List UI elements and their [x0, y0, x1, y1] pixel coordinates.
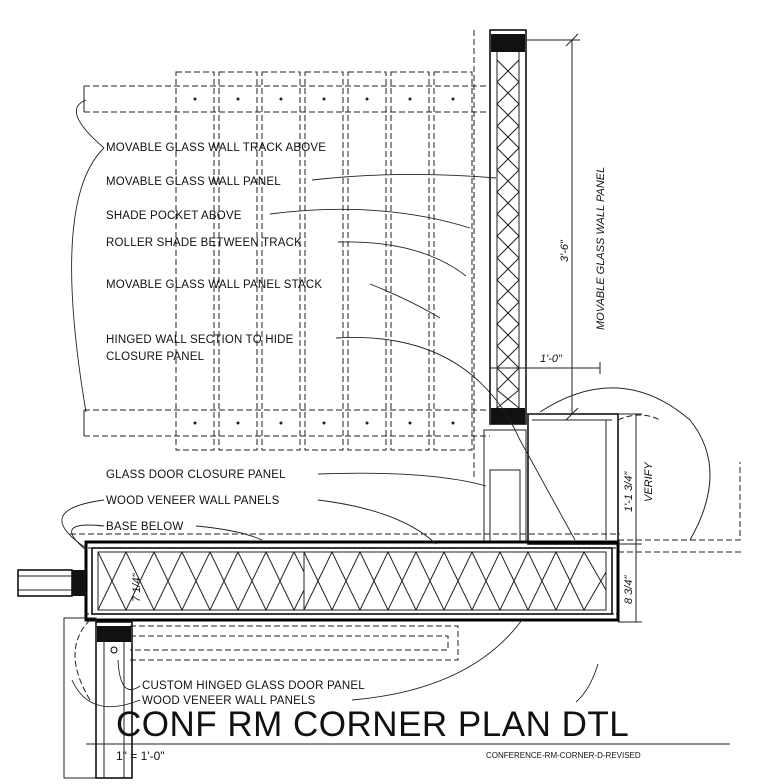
dimension-lines — [490, 33, 642, 623]
panel-stack — [175, 71, 473, 451]
annotation-notes: MOVABLE GLASS WALL TRACK ABOVE MOVABLE G… — [106, 142, 365, 707]
wall-assembly — [70, 533, 620, 622]
note-door-closure: GLASS DOOR CLOSURE PANEL — [106, 469, 286, 481]
custom-hinged-door — [74, 619, 133, 779]
file-reference: CONFERENCE-RM-CORNER-D-REVISED — [486, 751, 641, 760]
note-glass-panel: MOVABLE GLASS WALL PANEL — [106, 176, 281, 188]
title-block: CONF RM CORNER PLAN DTL 1" = 1'-0" CONFE… — [86, 705, 730, 763]
note-panel-stack: MOVABLE GLASS WALL PANEL STACK — [106, 279, 322, 291]
dim-closure-depth: 1'-1 3/4" — [623, 471, 635, 512]
left-glazing — [17, 569, 97, 779]
note-hinged-section-2: CLOSURE PANEL — [106, 351, 205, 363]
dim-wall-depth: 8 3/4" — [623, 575, 635, 604]
hinged-closure — [527, 387, 742, 553]
movable-glass-wall-panel — [489, 29, 527, 425]
drawing-scale: 1" = 1'-0" — [116, 749, 165, 763]
dim-small: 7 1/4" — [131, 573, 143, 602]
dim-panel-length: 3'-6" — [559, 239, 571, 262]
track-above — [83, 85, 490, 437]
note-hinged-section-1: HINGED WALL SECTION TO HIDE — [106, 334, 294, 346]
note-veneer-bottom: WOOD VENEER WALL PANELS — [142, 695, 316, 707]
note-roller-shade: ROLLER SHADE BETWEEN TRACK — [106, 237, 302, 249]
note-track-above: MOVABLE GLASS WALL TRACK ABOVE — [106, 142, 326, 154]
dim-panel-name: MOVABLE GLASS WALL PANEL — [595, 167, 607, 330]
note-base-below: BASE BELOW — [106, 521, 183, 533]
base-below — [130, 625, 459, 661]
drawing-title: CONF RM CORNER PLAN DTL — [116, 705, 629, 744]
note-custom-door: CUSTOM HINGED GLASS DOOR PANEL — [142, 680, 365, 692]
dimension-text: 3'-6" MOVABLE GLASS WALL PANEL 1'-0" 1'-… — [131, 167, 655, 604]
note-shade-pocket: SHADE POCKET ABOVE — [106, 210, 242, 222]
leader-lines — [61, 99, 599, 708]
dim-offset: 1'-0" — [540, 353, 563, 365]
door-closure-panel — [483, 429, 527, 543]
dim-verify: VERIFY — [643, 462, 655, 502]
note-veneer-top: WOOD VENEER WALL PANELS — [106, 495, 280, 507]
